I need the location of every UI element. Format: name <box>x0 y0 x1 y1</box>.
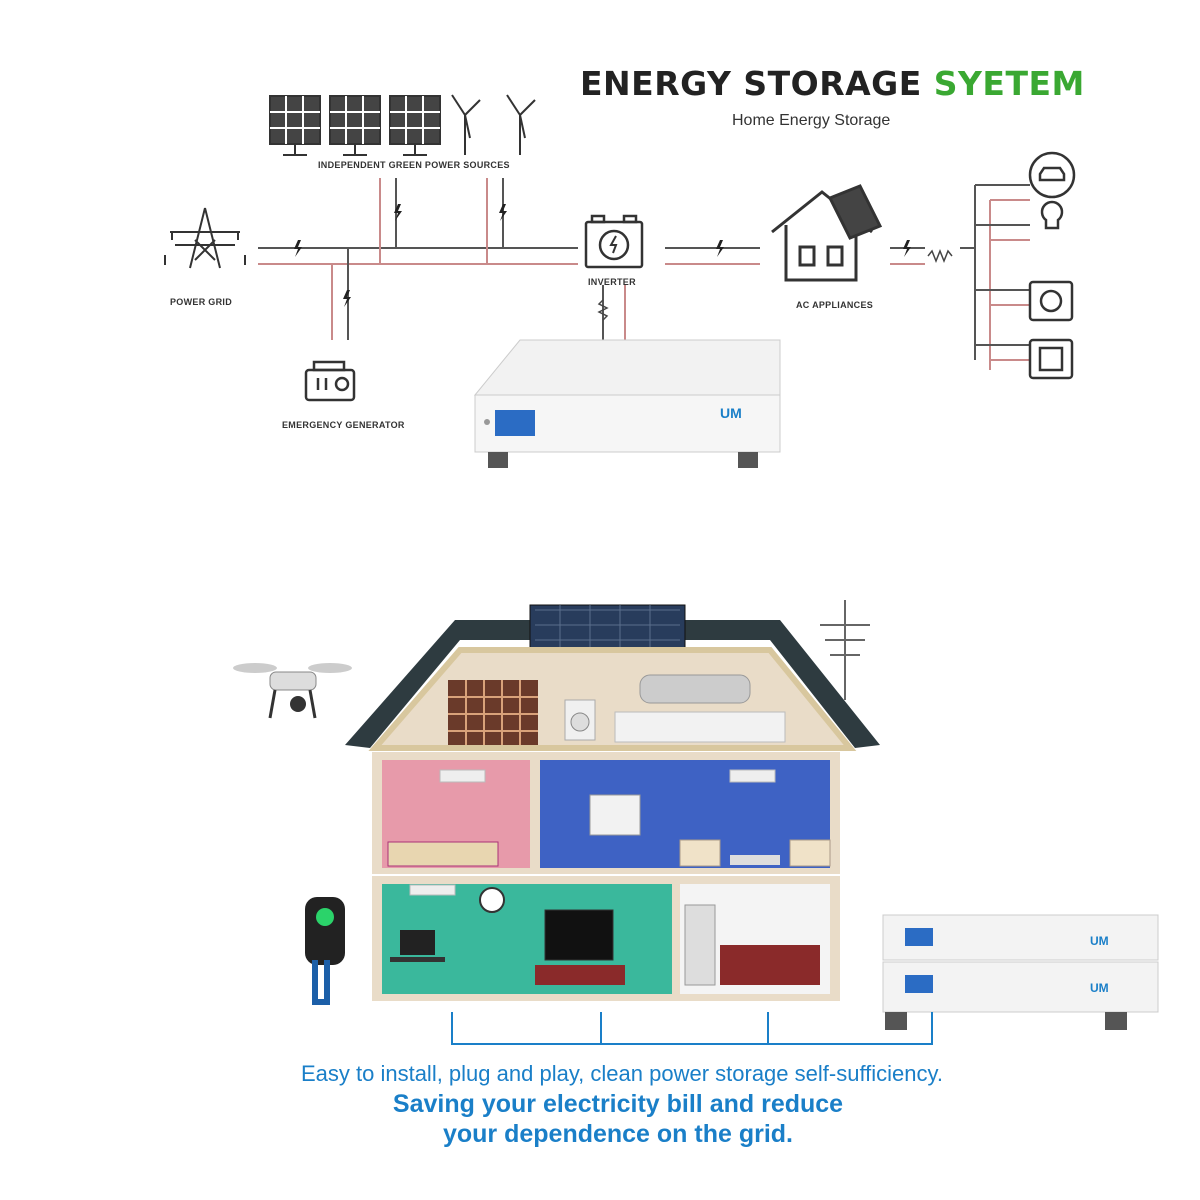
label-emergency-generator: EMERGENCY GENERATOR <box>282 420 405 430</box>
air-conditioner <box>729 769 776 783</box>
diagram-title: ENERGY STORAGE SYETEM <box>580 64 1085 103</box>
wind-turbine-icon <box>506 94 536 155</box>
svg-text:UM: UM <box>1090 934 1109 948</box>
hvac-unit <box>614 711 786 743</box>
label-ac-appliances: AC APPLIANCES <box>796 300 874 310</box>
coffee-table <box>730 855 780 865</box>
switch-icon <box>1028 338 1074 380</box>
tv <box>544 909 614 961</box>
diagram-subtitle: Home Energy Storage <box>732 112 891 129</box>
battery-display <box>495 410 535 436</box>
caption-headline: Saving your electricity bill and reduce … <box>0 1089 1200 1149</box>
caption-line-3: your dependence on the grid. <box>442 1120 794 1148</box>
house-icon <box>771 184 883 282</box>
drone-icon <box>233 663 352 719</box>
bolt-icon <box>903 240 911 257</box>
resistor-icon <box>597 299 609 321</box>
air-conditioner <box>439 769 486 783</box>
duct <box>639 674 751 704</box>
ev-charger-icon <box>305 897 345 1005</box>
refrigerator <box>684 904 716 986</box>
solar-panel-icons <box>269 95 441 156</box>
solar-panel-icon <box>269 95 321 156</box>
thermostat <box>589 794 641 836</box>
bed <box>387 841 499 867</box>
caption-line-1: Easy to install, plug and play, clean po… <box>300 1061 943 1086</box>
socket-icon <box>1028 280 1074 322</box>
wind-turbine-icon <box>451 94 481 155</box>
caster <box>738 452 758 468</box>
wind-turbine-icons <box>451 94 536 155</box>
bolt-icon <box>343 290 351 307</box>
armchair <box>679 839 721 867</box>
connection-lines <box>451 1012 933 1045</box>
appliance-icons <box>1028 151 1076 380</box>
kitchen-cabinet <box>720 945 820 985</box>
attic-storage <box>448 680 538 745</box>
label-power-grid: POWER GRID <box>170 297 233 307</box>
air-conditioner <box>409 884 456 896</box>
car-icon-shape <box>1038 166 1066 182</box>
computer-monitor <box>400 930 435 955</box>
wind-turbine-icon <box>820 600 870 700</box>
label-inverter: INVERTER <box>588 277 636 287</box>
label-green-sources: INDEPENDENT GREEN POWER SOURCES <box>318 160 510 170</box>
battery-stack-bottom: UM UM <box>882 914 1159 1030</box>
house-illustration <box>233 600 880 1005</box>
bulb-icon <box>1040 200 1064 230</box>
inverter-icon <box>584 214 644 269</box>
battery-unit-top: UM <box>473 339 781 468</box>
resistor-icon <box>927 248 953 264</box>
power-tower-icon <box>164 207 246 269</box>
bolt-icon <box>716 240 724 257</box>
bolt-icons <box>294 204 911 307</box>
battery-logo: UM <box>720 405 742 421</box>
clock-icon <box>479 887 505 913</box>
solar-panel-icon <box>389 95 441 156</box>
bolt-icon <box>294 240 302 257</box>
bolt-icon <box>499 204 507 221</box>
armchair <box>789 839 831 867</box>
bolt-icon <box>394 204 402 221</box>
tv-cabinet <box>535 965 625 985</box>
desk <box>390 957 445 962</box>
solar-panel-icon <box>329 95 381 156</box>
svg-text:UM: UM <box>1090 981 1109 995</box>
generator-icon <box>304 360 356 402</box>
caption-line-2: Saving your electricity bill and reduce <box>392 1090 844 1118</box>
caster <box>488 452 508 468</box>
car-icon <box>1028 151 1076 199</box>
